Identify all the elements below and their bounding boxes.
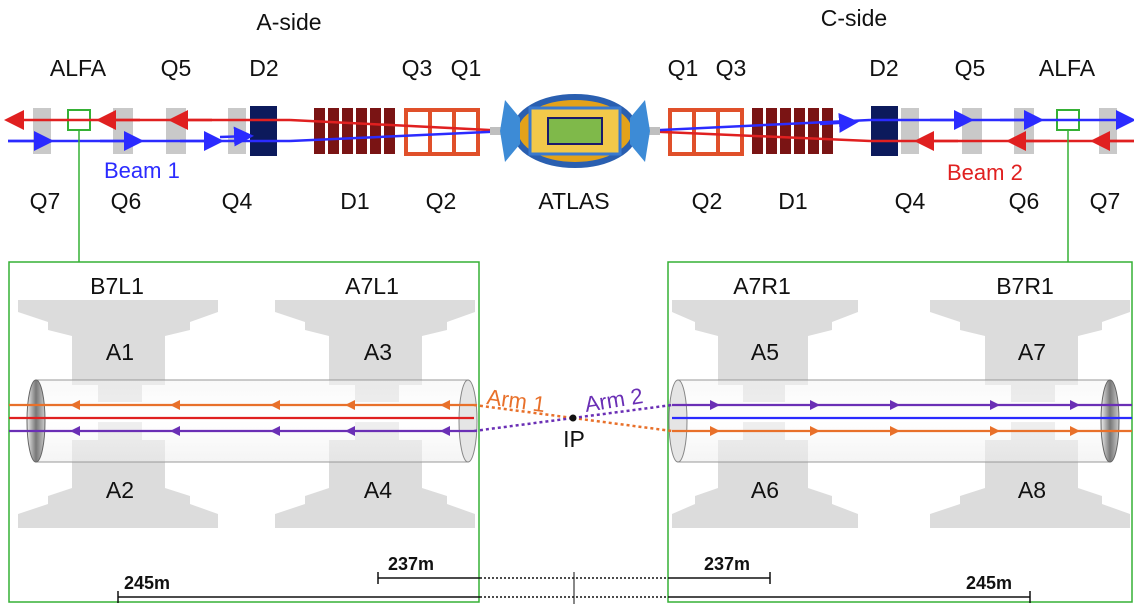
q7-left-label: Q7 <box>30 188 61 214</box>
q7-right-magnet <box>1099 108 1117 154</box>
atlas-detector-icon <box>490 94 660 168</box>
bottom-magnet-labels: Q7 Q6 Q4 D1 Q2 ATLAS Q2 D1 Q4 Q6 Q7 <box>30 188 1121 214</box>
top-magnet-labels: ALFA Q5 D2 Q3 Q1 Q1 Q3 D2 Q5 ALFA <box>50 55 1096 81</box>
pot-a5 <box>672 300 858 402</box>
beam-pipe-left <box>26 379 478 463</box>
q4-left-label: Q4 <box>222 188 253 214</box>
detector-a1-label: A1 <box>106 339 134 365</box>
pot-a1 <box>18 300 218 402</box>
d2-left-label: D2 <box>249 55 278 81</box>
ip-point <box>569 414 577 422</box>
q5-left-label: Q5 <box>161 55 192 81</box>
pot-a3 <box>275 300 475 402</box>
detector-a4-label: A4 <box>364 477 392 503</box>
d1-left-label: D1 <box>340 188 369 214</box>
detector-a6-label: A6 <box>751 477 779 503</box>
detector-a3-label: A3 <box>364 339 392 365</box>
d2-right-label: D2 <box>869 55 898 81</box>
a-side-label: A-side <box>256 9 321 35</box>
d1-right-label: D1 <box>778 188 807 214</box>
q2-right-label: Q2 <box>692 188 723 214</box>
beam2-label: Beam 2 <box>947 160 1023 185</box>
pot-a2 <box>18 422 218 528</box>
beam-pipe-right <box>668 379 1120 463</box>
q5-right-label: Q5 <box>955 55 986 81</box>
atlas-label: ATLAS <box>538 188 609 214</box>
q1-left-label: Q1 <box>451 55 482 81</box>
q7-left-magnet <box>33 108 51 154</box>
distance-245m-left: 245m <box>124 573 170 593</box>
q1-right-label: Q1 <box>668 55 699 81</box>
detector-a8-label: A8 <box>1018 477 1046 503</box>
detector-a2-label: A2 <box>106 477 134 503</box>
d1-right-magnet <box>752 108 833 154</box>
roman-pots <box>18 300 1130 528</box>
station-a7r1-label: A7R1 <box>733 273 791 299</box>
q5-right-magnet <box>962 108 982 154</box>
distance-245m-right: 245m <box>966 573 1012 593</box>
q6-left-label: Q6 <box>111 188 142 214</box>
q4-left-magnet <box>228 108 246 154</box>
q3-right-label: Q3 <box>716 55 747 81</box>
d2-right-magnet <box>871 106 898 156</box>
distance-237m-right: 237m <box>704 554 750 574</box>
station-b7r1-label: B7R1 <box>996 273 1054 299</box>
station-b7l1-label: B7L1 <box>90 273 144 299</box>
detector-a5-label: A5 <box>751 339 779 365</box>
q6-left-magnet <box>113 108 133 154</box>
q2-left-label: Q2 <box>426 188 457 214</box>
ip-label: IP <box>563 426 585 452</box>
d2-left-magnet <box>250 106 277 156</box>
q6-right-magnet <box>1014 108 1034 154</box>
trajectories <box>9 400 1132 436</box>
d1-left-magnet <box>314 108 395 154</box>
c-side-label: C-side <box>821 5 887 31</box>
beam1-label: Beam 1 <box>104 158 180 183</box>
arm2-label: Arm 2 <box>583 383 645 417</box>
arm1-label: Arm 1 <box>485 384 547 417</box>
pot-a4 <box>275 422 475 528</box>
alfa-right-label: ALFA <box>1039 55 1096 81</box>
pot-a8 <box>930 422 1130 528</box>
distance-237m-left: 237m <box>388 554 434 574</box>
q4-right-label: Q4 <box>895 188 926 214</box>
detector-a7-label: A7 <box>1018 339 1046 365</box>
distance-scale <box>117 572 1031 604</box>
pot-a7 <box>930 300 1130 402</box>
q3-left-label: Q3 <box>402 55 433 81</box>
q7-right-label: Q7 <box>1090 188 1121 214</box>
station-a7l1-label: A7L1 <box>345 273 399 299</box>
q5-left-magnet <box>166 108 186 154</box>
q4-right-magnet <box>901 108 919 154</box>
beam-lines <box>4 110 1134 151</box>
alfa-left-label: ALFA <box>50 55 107 81</box>
q6-right-label: Q6 <box>1009 188 1040 214</box>
